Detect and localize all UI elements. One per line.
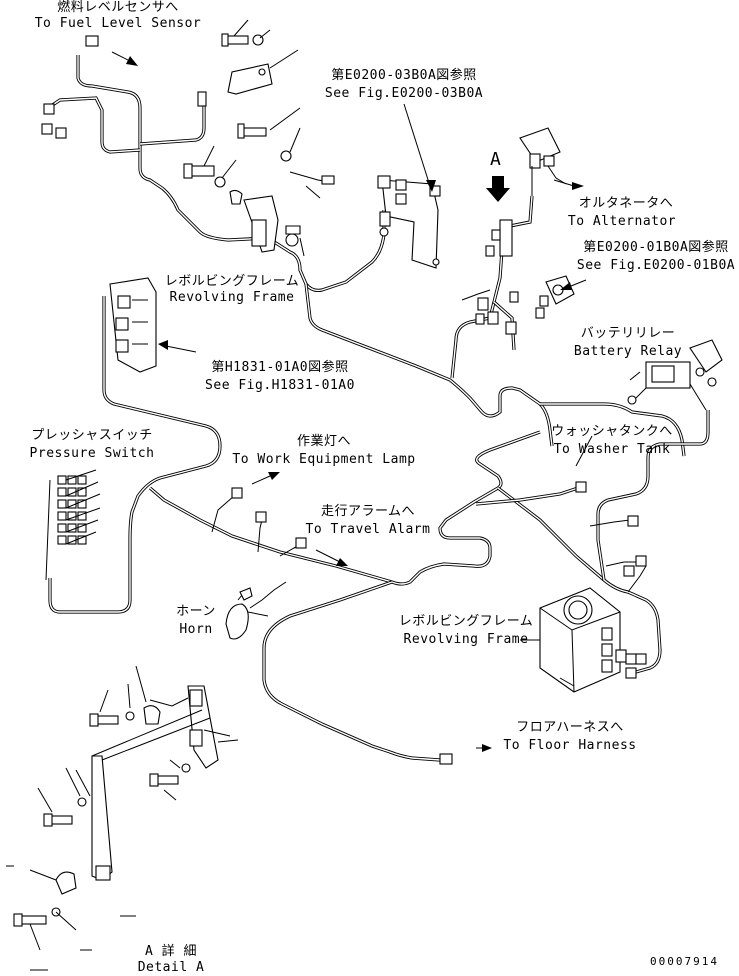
- label-revolving-frame-2-jp: レボルビングフレーム: [398, 614, 534, 629]
- detail-a-assembly: [6, 665, 239, 971]
- label-alternator-jp: オルタネータへ: [578, 196, 674, 211]
- label-see-01b0a-jp: 第E0200-01B0A図参照: [583, 240, 729, 255]
- thin-branches: [45, 289, 647, 763]
- document-number: 00007914: [650, 955, 719, 968]
- label-pressure-switch-en: Pressure Switch: [29, 446, 155, 461]
- label-horn-en: Horn: [179, 622, 213, 637]
- label-floor-harness-en: To Floor Harness: [503, 738, 637, 753]
- component-01b0a: [509, 275, 575, 319]
- hardware-top: [183, 19, 335, 205]
- label-see-01b0a-en: See Fig.E0200-01B0A: [576, 258, 736, 273]
- label-battery-relay-jp: バッテリリレー: [580, 326, 676, 341]
- detail-a-arrow: [486, 176, 510, 202]
- label-see-h1831-en: See Fig.H1831-01A0: [205, 378, 355, 393]
- alternator-connectors: [485, 127, 567, 257]
- label-revolving-frame-1-jp: レボルビングフレーム: [164, 274, 300, 289]
- label-revolving-frame-2-en: Revolving Frame: [403, 632, 529, 647]
- label-washer-tank-jp: ウォッシャタンクへ: [551, 424, 673, 439]
- label-see-h1831-jp: 第H1831-01A0図参照: [211, 360, 349, 375]
- fuel-sensor-connectors: [41, 35, 207, 139]
- label-detail-a-jp: A 詳 細: [145, 944, 197, 959]
- frame-bracket: [243, 195, 301, 253]
- label-work-lamp-en: To Work Equipment Lamp: [232, 452, 416, 467]
- label-see-03b0a-jp: 第E0200-03B0A図参照: [331, 68, 477, 83]
- frame-connector-block: [109, 277, 157, 373]
- label-battery-relay-en: Battery Relay: [573, 344, 683, 359]
- label-floor-harness-jp: フロアハーネスへ: [516, 720, 624, 735]
- label-horn-jp: ホーン: [176, 604, 216, 619]
- label-fuel-sensor-en: To Fuel Level Sensor: [34, 16, 202, 31]
- label-travel-alarm-en: To Travel Alarm: [305, 522, 431, 537]
- label-revolving-frame-1-en: Revolving Frame: [169, 290, 295, 305]
- label-see-03b0a-en: See Fig.E0200-03B0A: [324, 86, 484, 101]
- pressure-switch-connectors: [57, 469, 101, 545]
- label-travel-alarm-jp: 走行アラームへ: [320, 504, 416, 519]
- branch-connectors: [231, 481, 647, 765]
- battery-relay: [627, 339, 723, 411]
- revolving-frame-right: [520, 587, 647, 693]
- label-detail-a-marker: A: [490, 149, 502, 170]
- leader-lines: [111, 51, 641, 752]
- label-work-lamp-jp: 作業灯へ: [296, 434, 351, 449]
- label-pressure-switch-jp: プレッシャスイッチ: [31, 428, 153, 443]
- label-washer-tank-en: To Washer Tank: [553, 442, 671, 457]
- main-harness: [47, 55, 710, 762]
- label-fuel-sensor-jp: 燃料レベルセンサへ: [57, 0, 179, 15]
- horn: [225, 587, 253, 640]
- center-connectors: [475, 297, 517, 335]
- connector-bracket-03b0a: [377, 175, 441, 269]
- label-detail-a-en: Detail A: [137, 960, 205, 975]
- label-alternator-en: To Alternator: [567, 214, 677, 229]
